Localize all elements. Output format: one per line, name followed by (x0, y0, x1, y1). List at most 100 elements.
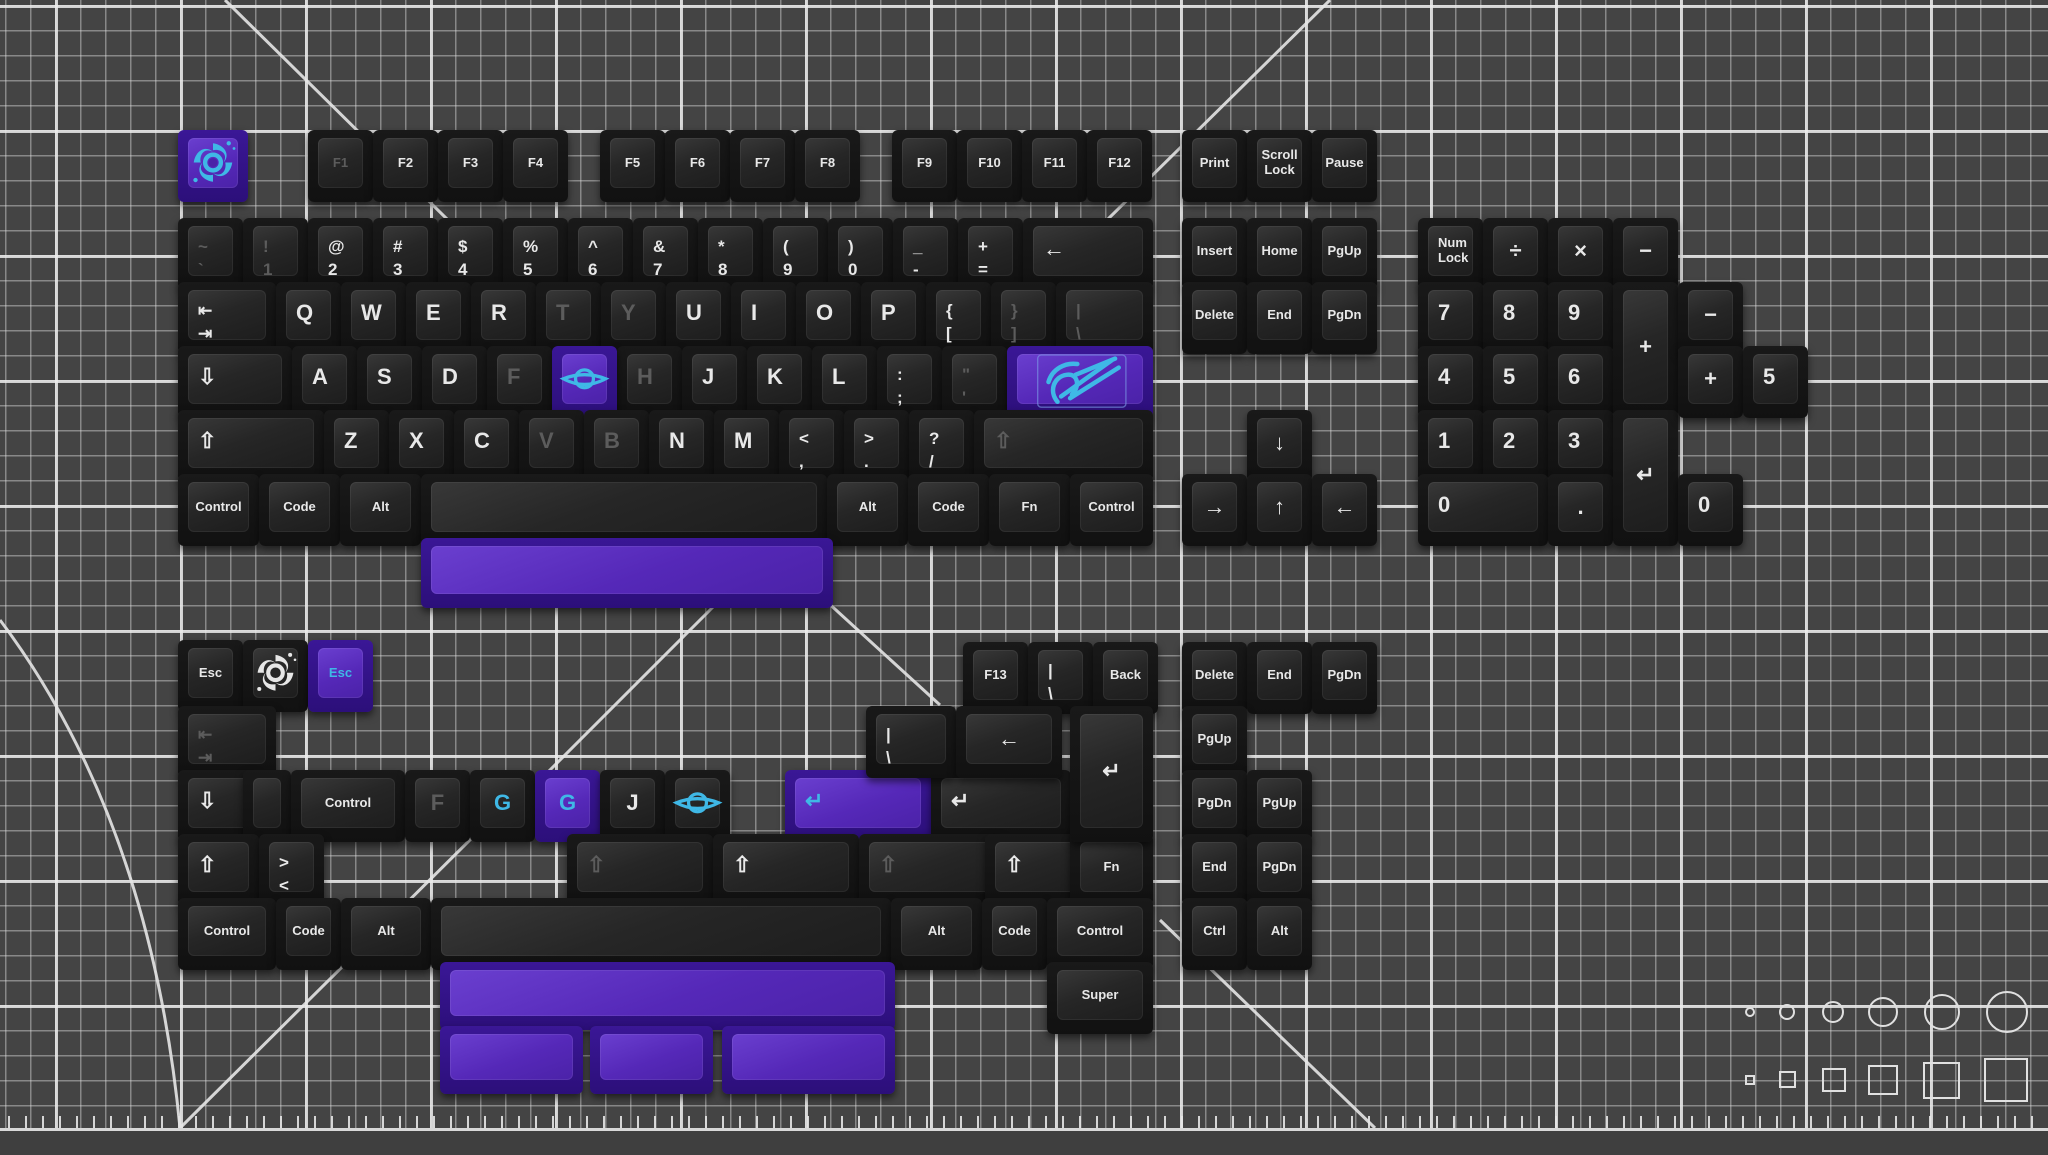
keycap-legend: | \ (1048, 661, 1053, 703)
keycap-f7: F7 (730, 130, 795, 202)
keycap-legend: * 8 (718, 237, 728, 279)
keycap-legend: T (556, 300, 570, 325)
numpad-row3-1: 5 (1483, 346, 1548, 418)
keycap-legend: Super (1081, 986, 1119, 1002)
keycap-legend: ! 1 (263, 237, 273, 279)
keycap-legend: → (1203, 494, 1226, 520)
keycap-nav-r2-0: Delete (1182, 282, 1247, 354)
keycap-legend: D (442, 364, 458, 389)
keycap-legend: 0 (1698, 492, 1711, 517)
keycap-legend: L (832, 364, 846, 389)
mat-ruler-ticks (0, 1116, 2048, 1128)
keycap-legend: ← (998, 726, 1020, 752)
keycap-f2: F2 (373, 130, 438, 202)
tab-keycap: ⇤ ⇥ (178, 282, 276, 354)
keycap-legend: ⇧ (198, 428, 217, 453)
keycap-legend: Home (1261, 242, 1298, 258)
numpad-dot-keycap: . (1548, 474, 1613, 546)
keycap-k: K (747, 346, 812, 418)
exp-nav-r3-0: PgDn (1182, 770, 1247, 842)
keycap-r: R (471, 282, 536, 354)
keycap-legend: Control (1076, 922, 1124, 938)
iso-enter-keycap: ↵ (1070, 706, 1153, 842)
tab-alt-keycap: ⇤ ⇥ (178, 706, 276, 778)
exp-nav-r4-0: End (1182, 834, 1247, 906)
keycap-f6: F6 (665, 130, 730, 202)
keycap-number-0: ~ ` (178, 218, 243, 290)
keycap-legend: ( 9 (783, 237, 793, 279)
g-cyan-keycap: G (470, 770, 535, 842)
keycap-legend: Back (1109, 666, 1142, 682)
g-planet-keycap (552, 346, 617, 418)
arrow-down-keycap: ↓ (1247, 410, 1312, 482)
keycap-legend: F (507, 364, 521, 389)
keycap-legend: } ] (1011, 301, 1018, 343)
keycap-number-7: & 7 (633, 218, 698, 290)
keycap-legend: | \ (886, 725, 891, 767)
keycap-legend: ⇩ (198, 788, 217, 813)
keycap-number-8: * 8 (698, 218, 763, 290)
galaxy-swirl-icon (243, 640, 308, 712)
keycap-legend: J (626, 790, 639, 816)
fn-keycap: Fn (1070, 834, 1153, 906)
numpad-row2-0: 7 (1418, 282, 1483, 354)
keycap-legend: × (1574, 238, 1587, 264)
keycap-legend: ↓ (1274, 430, 1285, 456)
numpad-row3-0: 4 (1418, 346, 1483, 418)
keycap-legend: G (493, 790, 512, 816)
planet-ring-icon (552, 346, 617, 418)
f13-keycap: F13 (963, 642, 1028, 714)
keycap-legend: Esc (328, 664, 353, 680)
keycap-f4: F4 (503, 130, 568, 202)
keycap-legend: W (361, 300, 382, 325)
keycap-legend: PgDn (1327, 666, 1362, 682)
keycap-legend: 0 (1438, 492, 1451, 517)
keycap-legend: 1 (1438, 428, 1451, 453)
escape-galaxy-dark-keycap (243, 640, 308, 712)
keycap-legend: X (409, 428, 424, 453)
backspace-keycap: ← (1023, 218, 1153, 290)
keycap-a: A (292, 346, 357, 418)
keycap-legend: F1 (332, 154, 349, 170)
keycap-legend: # 3 (393, 237, 403, 279)
shift-variant-keycap-3: ⇧ (985, 834, 1085, 906)
keycap-legend: Alt (377, 922, 395, 938)
keycap-f9: F9 (892, 130, 957, 202)
keycap-legend: PgUp (1327, 242, 1362, 258)
keycap-legend: Control (1088, 498, 1135, 514)
keycap-legend: ↵ (951, 788, 970, 813)
keycap-legend: ⇧ (994, 428, 1013, 453)
keycap-bracket-2: | \ (1056, 282, 1153, 354)
keycap-legend: Num Lock (1438, 235, 1469, 265)
keycap-mod-right-1: Code (908, 474, 989, 546)
keycap-legend: Control (324, 794, 372, 810)
keycap-legend: " ' (962, 365, 971, 407)
keycap-o: O (796, 282, 861, 354)
keycap-h: H (617, 346, 682, 418)
keycap-number-1: ! 1 (243, 218, 308, 290)
keycap-legend: : ; (897, 365, 903, 407)
keycap-i: I (731, 282, 796, 354)
purple-spacebar-275u (722, 1026, 895, 1094)
exp-nav-r1-1: End (1247, 642, 1312, 714)
galaxy-swirl-icon (178, 130, 248, 202)
numpad-enter-keycap: ↵ (1613, 410, 1678, 546)
keycap-mod-right-2: Fn (989, 474, 1070, 546)
keycap-legend: Alt (1270, 922, 1289, 938)
numpad-r1-0: Num Lock (1418, 218, 1483, 290)
numpad-row3-2: 6 (1548, 346, 1613, 418)
planet-dark-keycap (665, 770, 730, 842)
shift-variant-keycap-1: ⇧ (713, 834, 859, 906)
keycap-legend: A (312, 364, 328, 389)
keycap-legend: PgUp (1262, 794, 1297, 810)
keycap-nav-r1-1: Home (1247, 218, 1312, 290)
g-purple-keycap: G (535, 770, 600, 842)
purple-spacebar-700u (440, 962, 895, 1030)
keycap-legend: 4 (1438, 364, 1451, 389)
backspace-short-keycap: ← (956, 706, 1062, 778)
keycap-legend: − (1639, 238, 1652, 264)
keycap-mod-right-3: Control (1070, 474, 1153, 546)
exp-mod-left-2: Alt (341, 898, 431, 970)
numpad-row2-2: 9 (1548, 282, 1613, 354)
keycap-nav-r2-2: PgDn (1312, 282, 1377, 354)
